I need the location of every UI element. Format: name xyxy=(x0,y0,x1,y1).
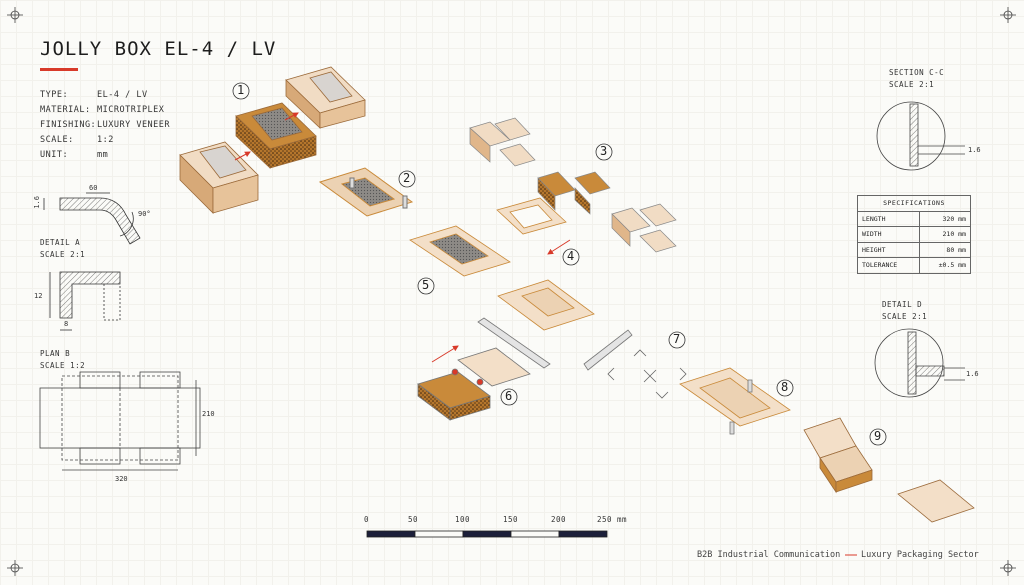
step-3-modules xyxy=(469,117,677,253)
page-title: JOLLY BOX EL-4 / LV xyxy=(40,38,277,60)
crosshair-top-left xyxy=(7,7,23,23)
step-7-fold-guides xyxy=(607,349,687,399)
crosshair-bottom-right xyxy=(1000,560,1016,576)
footer-right-text: Luxury Packaging Sector xyxy=(861,550,979,560)
profile-angle-dim: 90° xyxy=(138,210,151,218)
scale-tick-0: 0 xyxy=(364,515,370,524)
scale-tick-150: 150 xyxy=(503,515,519,524)
step-circle-3 xyxy=(595,143,613,161)
step-number-4: 4 xyxy=(567,249,575,263)
step-5-net xyxy=(409,225,595,331)
plan-b-scale: SCALE 1:2 xyxy=(40,361,86,370)
scale-unit: mm xyxy=(617,515,628,524)
step-number-6: 6 xyxy=(505,389,513,403)
step-number-2: 2 xyxy=(403,171,411,185)
spec-table-header: SPECIFICATIONS xyxy=(857,195,971,212)
step-number-7: 7 xyxy=(673,332,681,346)
step-circle-1 xyxy=(232,82,250,100)
spec-finishing: FINISHING:LUXURY VENEER xyxy=(40,120,171,130)
crosshair-top-right xyxy=(1000,7,1016,23)
detail-a-drawing xyxy=(49,271,121,331)
detail-d-dim: 1.6 xyxy=(966,370,979,378)
section-cc-dim: 1.6 xyxy=(968,146,981,154)
plan-b-drawing xyxy=(39,371,201,471)
step-number-8: 8 xyxy=(781,380,789,394)
step-circle-9 xyxy=(869,428,887,446)
title-accent-bar xyxy=(40,68,78,71)
step-number-5: 5 xyxy=(422,278,430,292)
plan-b-width-dim: 320 xyxy=(115,475,128,483)
step-circle-8 xyxy=(776,379,794,397)
section-cc-title: SECTION C-C xyxy=(889,68,945,77)
scale-bar xyxy=(366,530,608,538)
scale-tick-50: 50 xyxy=(408,515,419,524)
step-number-1: 1 xyxy=(237,83,245,97)
detail-a-scale: SCALE 2:1 xyxy=(40,250,86,259)
detail-d-scale: SCALE 2:1 xyxy=(882,312,928,321)
step-4-frame xyxy=(496,197,567,235)
scale-tick-100: 100 xyxy=(455,515,471,524)
profile-thickness-dim: 1.6 xyxy=(33,196,41,209)
table-row: TOLERANCE±0.5 mm xyxy=(857,257,972,274)
step-1-boxes xyxy=(179,66,366,214)
detail-a-title: DETAIL A xyxy=(40,238,81,247)
scale-tick-250: 250 xyxy=(597,515,613,524)
step-2-board xyxy=(318,167,414,217)
step-6-press xyxy=(417,317,633,421)
step-8-tray xyxy=(679,367,791,435)
step-circle-5 xyxy=(417,277,435,295)
detail-a-width-dim: 8 xyxy=(64,320,69,328)
section-cc-drawing xyxy=(876,101,965,171)
crosshair-bottom-left xyxy=(7,560,23,576)
profile-detail xyxy=(43,192,141,245)
spec-type: TYPE:EL-4 / LV xyxy=(40,90,148,100)
spec-material: MATERIAL:MICROTRIPLEX xyxy=(40,105,165,115)
footer-left-text: B2B Industrial Communication xyxy=(697,550,841,560)
detail-d-drawing xyxy=(874,328,965,398)
section-cc-scale: SCALE 2:1 xyxy=(889,80,935,89)
step-number-9: 9 xyxy=(874,429,882,443)
detail-a-height-dim: 12 xyxy=(34,292,43,300)
detail-d-title: DETAIL D xyxy=(882,300,923,309)
scale-tick-200: 200 xyxy=(551,515,567,524)
spec-unit: UNIT:mm xyxy=(40,150,109,160)
step-number-3: 3 xyxy=(600,144,608,158)
plan-b-height-dim: 210 xyxy=(202,410,215,418)
spec-scale: SCALE:1:2 xyxy=(40,135,114,145)
profile-width-dim: 60 xyxy=(89,184,98,192)
step-circle-4 xyxy=(562,248,580,266)
step-9-box xyxy=(803,417,975,523)
step-circle-2 xyxy=(398,170,416,188)
step-circle-6 xyxy=(500,388,518,406)
step-circle-7 xyxy=(668,331,686,349)
plan-b-title: PLAN B xyxy=(40,349,71,358)
